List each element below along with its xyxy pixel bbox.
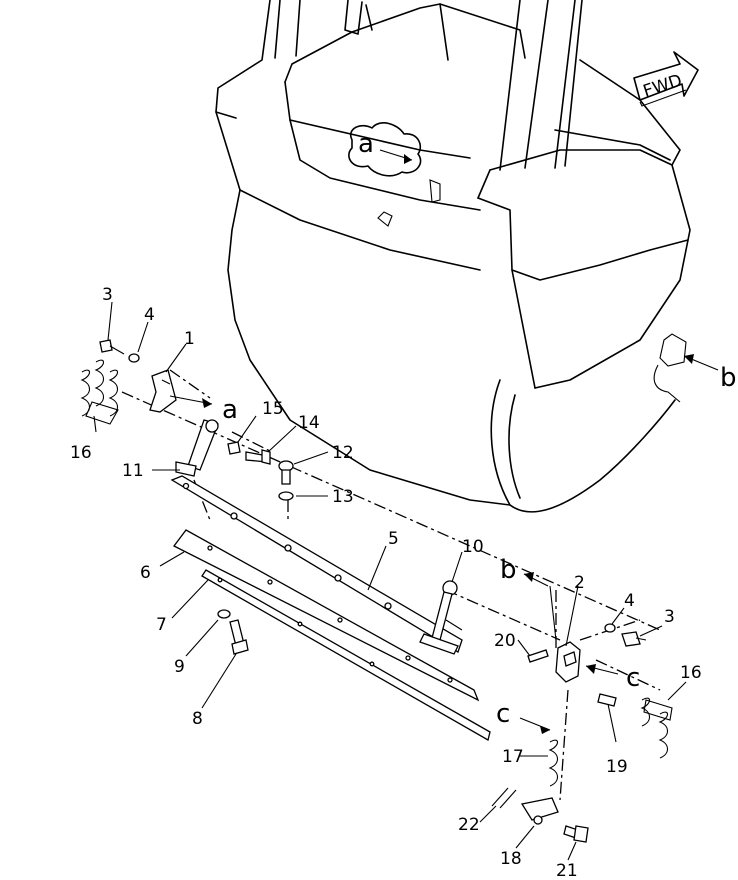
- bolt-21: [563, 825, 589, 843]
- callout-20: 20: [494, 631, 516, 651]
- view-b-marker: b: [500, 555, 557, 641]
- bolt-3-right: [621, 631, 647, 647]
- view-c-marker-right: c: [585, 663, 640, 693]
- scraper-plate-5: [170, 475, 463, 653]
- callout-8: 8: [192, 709, 203, 729]
- washer-13: [278, 491, 294, 501]
- callout-6: 6: [140, 563, 151, 583]
- view-a-cloud: [348, 122, 422, 177]
- callout-17: 17: [502, 747, 524, 767]
- callout-16-left: 16: [70, 443, 92, 463]
- view-b-top-marker: b: [683, 354, 737, 393]
- arm-11: [175, 419, 219, 477]
- spring-17: [548, 739, 559, 787]
- callout-13: 13: [332, 487, 354, 507]
- callout-numbers: 3 4 1 16 11 15 14 12 13 5 10 6 7 9 8 20 …: [70, 285, 702, 880]
- callout-11: 11: [122, 461, 144, 481]
- spring-16-left: [80, 359, 119, 425]
- fwd-arrow: FWD: [633, 51, 699, 107]
- bolt-19: [597, 693, 617, 707]
- svg-text:a: a: [358, 129, 374, 159]
- callout-4-right: 4: [624, 591, 635, 611]
- washer-4-right: [604, 623, 616, 633]
- callout-3-left: 3: [102, 285, 113, 305]
- pin-20: [527, 649, 549, 663]
- view-a-marker: a: [222, 395, 238, 425]
- fwd-label: FWD: [641, 71, 685, 102]
- svg-text:b: b: [720, 363, 737, 393]
- plate-18: [520, 797, 559, 825]
- spring-16-right: [640, 697, 673, 759]
- bolt-14: [245, 449, 271, 465]
- callout-5: 5: [388, 529, 399, 549]
- view-c-marker-left: c: [496, 699, 551, 734]
- washer-9: [217, 609, 231, 619]
- bolt-12: [278, 460, 294, 485]
- callout-leaders: [93, 301, 687, 861]
- bracket-1: [149, 369, 213, 413]
- svg-text:c: c: [626, 663, 640, 693]
- scraper-plate-6: [173, 529, 480, 702]
- callout-16-right: 16: [680, 663, 702, 683]
- svg-text:c: c: [496, 699, 510, 729]
- view-a-top-marker: a: [358, 129, 374, 159]
- svg-text:a: a: [222, 395, 238, 425]
- callout-2: 2: [574, 573, 585, 593]
- callout-22: 22: [458, 815, 480, 835]
- callout-1: 1: [184, 329, 195, 349]
- callout-21: 21: [556, 861, 578, 880]
- callout-14: 14: [298, 413, 320, 433]
- bolt-3-left: [99, 339, 125, 355]
- callout-3-right: 3: [664, 607, 675, 627]
- nut-15: [227, 441, 241, 455]
- pin-22: [491, 787, 517, 809]
- callout-19: 19: [606, 757, 628, 777]
- scraper-plate-7: [201, 569, 491, 741]
- callout-7: 7: [156, 615, 167, 635]
- washer-4-left: [128, 353, 140, 363]
- machine-outline: [215, 0, 691, 513]
- svg-text:b: b: [500, 555, 517, 585]
- bracket-2: [555, 641, 581, 683]
- callout-10: 10: [462, 537, 484, 557]
- callout-18: 18: [500, 849, 522, 869]
- callout-12: 12: [332, 443, 354, 463]
- callout-9: 9: [174, 657, 185, 677]
- arm-10: [419, 580, 463, 655]
- bolt-8: [229, 619, 249, 655]
- callout-4-left: 4: [144, 305, 155, 325]
- callout-15: 15: [262, 399, 284, 419]
